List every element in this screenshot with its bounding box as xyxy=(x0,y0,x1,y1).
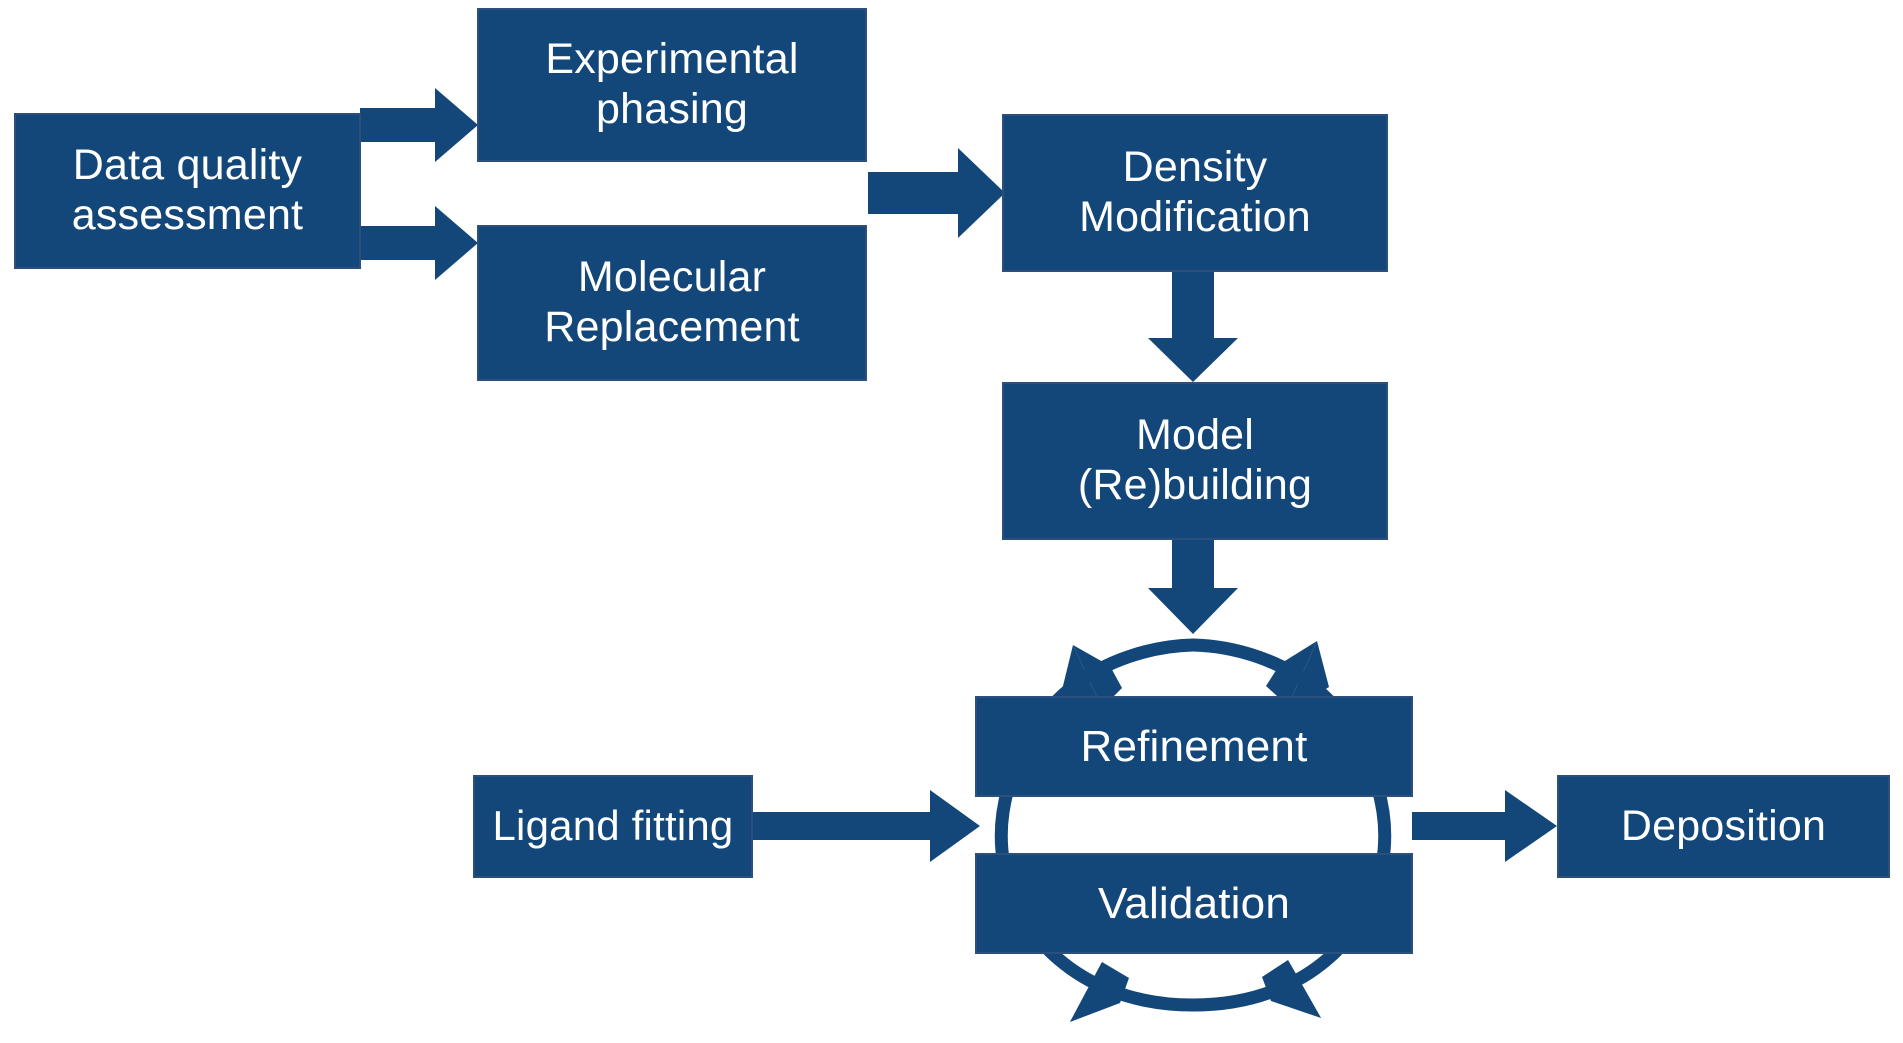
node-validation[interactable]: Validation xyxy=(975,853,1413,954)
arrow-model-rebuilding-to-cycle xyxy=(1148,540,1238,634)
node-density-modification[interactable]: Density Modification xyxy=(1002,114,1388,272)
node-molecular-replacement[interactable]: Molecular Replacement xyxy=(477,225,867,381)
node-label-refinement: Refinement xyxy=(1080,721,1308,771)
node-label-model-rebuilding: Model (Re)building xyxy=(1077,411,1313,509)
node-label-data-quality-assessment: Data quality assessment xyxy=(71,141,304,239)
node-label-molecular-replacement: Molecular Replacement xyxy=(544,253,800,351)
arrow-ligand-fitting-to-cycle xyxy=(752,790,980,862)
arrow-density-modification-to-model-rebuilding xyxy=(1148,272,1238,382)
node-deposition[interactable]: Deposition xyxy=(1557,775,1890,878)
node-refinement[interactable]: Refinement xyxy=(975,696,1413,797)
node-label-ligand-fitting: Ligand fitting xyxy=(492,802,734,850)
node-model-rebuilding[interactable]: Model (Re)building xyxy=(1002,382,1388,540)
arrow-phasing-to-density-modification xyxy=(868,148,1005,238)
node-label-density-modification: Density Modification xyxy=(1079,143,1311,241)
node-label-validation: Validation xyxy=(1098,878,1290,928)
arrow-cycle-to-deposition xyxy=(1412,790,1557,862)
node-ligand-fitting[interactable]: Ligand fitting xyxy=(473,775,753,878)
node-data-quality-assessment[interactable]: Data quality assessment xyxy=(14,113,361,269)
arrow-dqa-to-molecular-replacement xyxy=(360,206,478,280)
node-experimental-phasing[interactable]: Experimental phasing xyxy=(477,8,867,162)
arrow-dqa-to-experimental-phasing xyxy=(360,88,478,162)
node-label-experimental-phasing: Experimental phasing xyxy=(545,35,799,133)
node-label-deposition: Deposition xyxy=(1620,801,1827,850)
